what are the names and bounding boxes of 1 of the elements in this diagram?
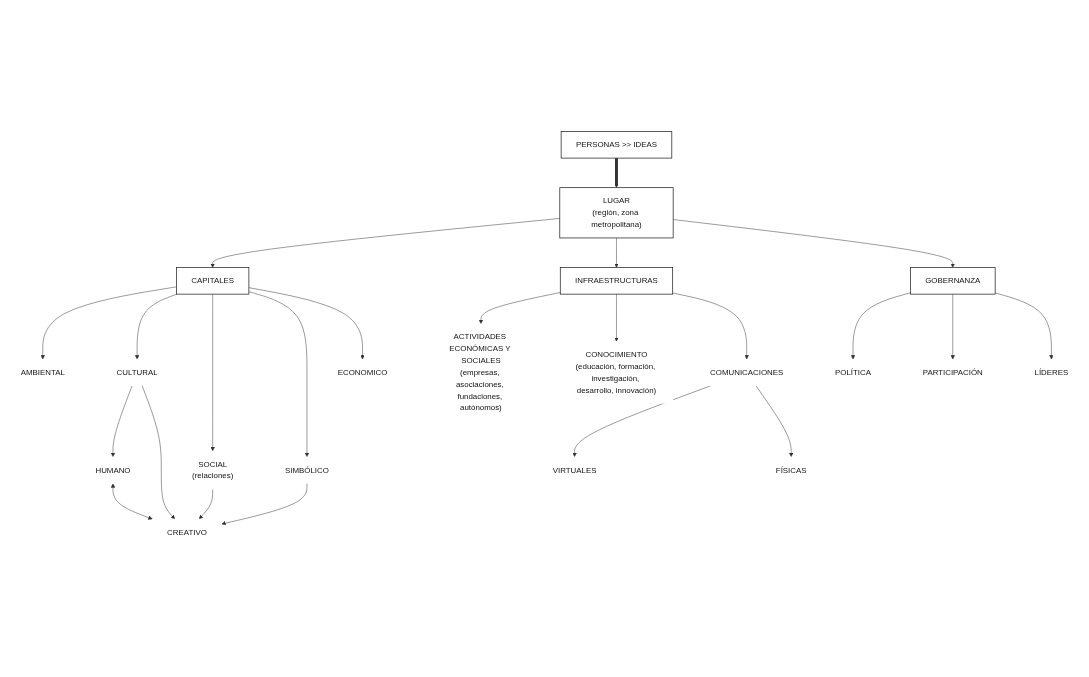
arrow xyxy=(614,158,619,188)
